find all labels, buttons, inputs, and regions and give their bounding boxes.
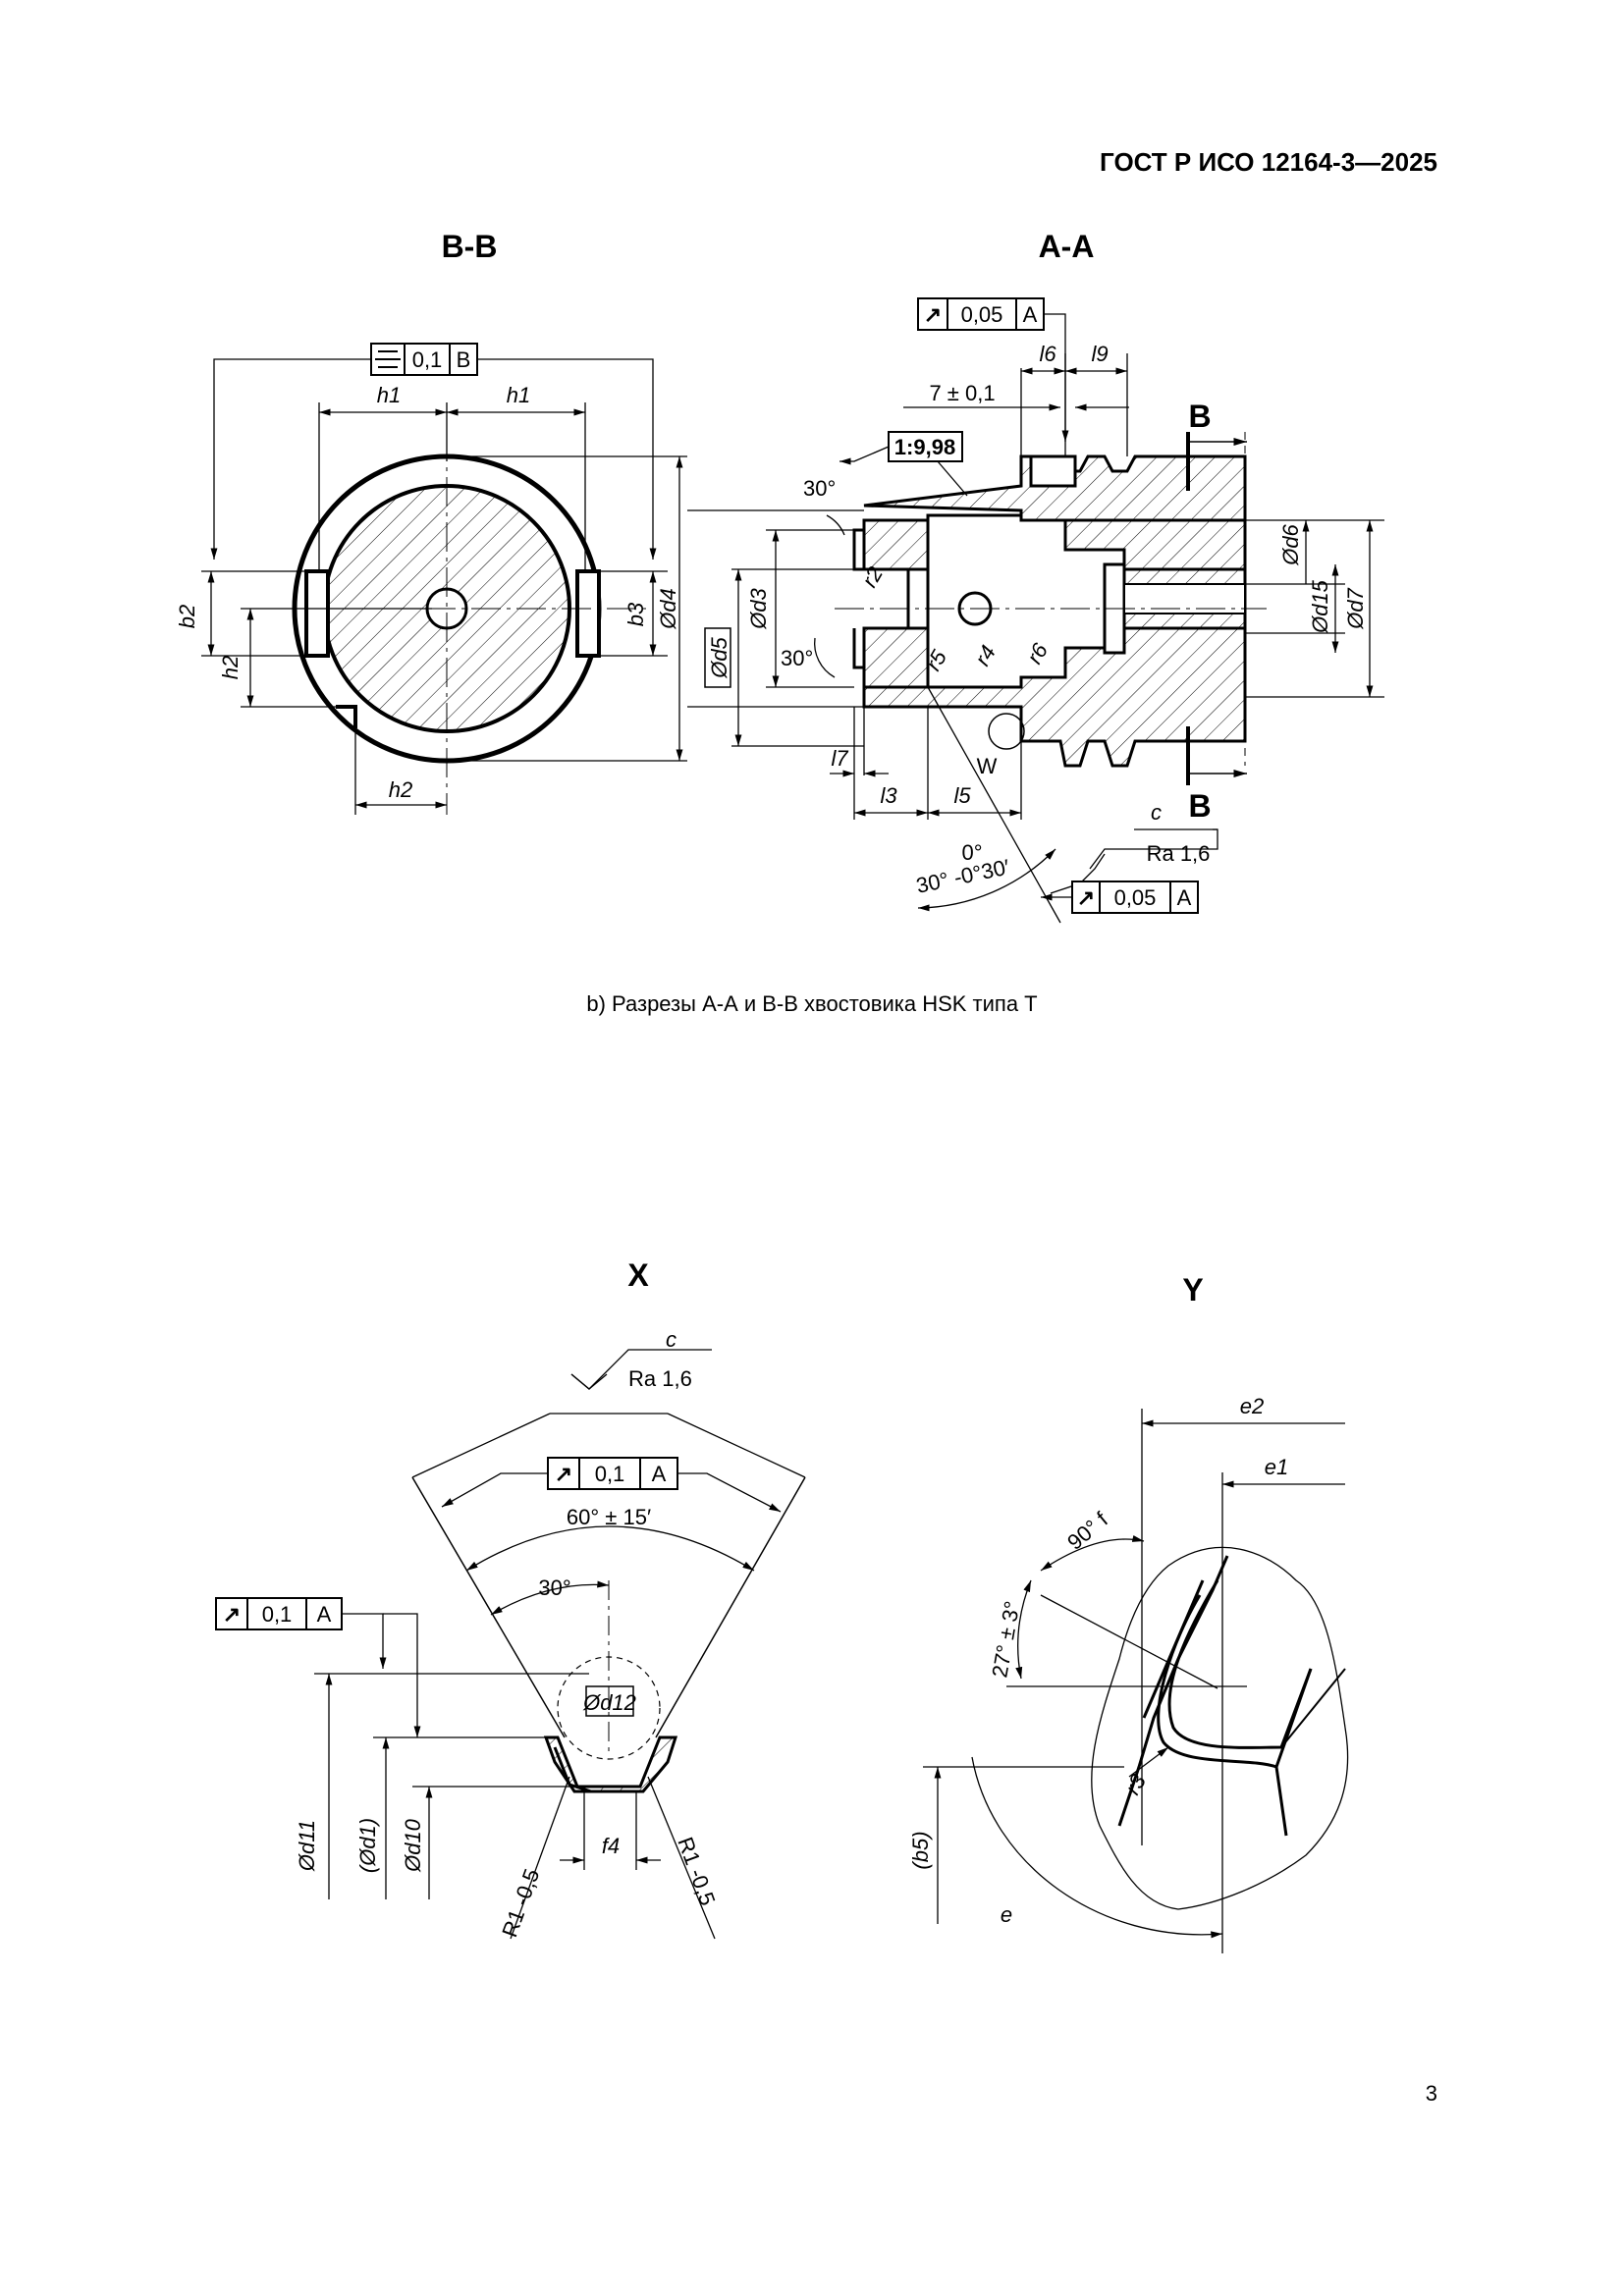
x-d12: Ød12 xyxy=(582,1690,636,1715)
x-tol-left-datum: A xyxy=(317,1602,332,1627)
aa-l6: l6 xyxy=(1039,342,1056,366)
aa-dim-7: 7 ± 0,1 xyxy=(929,381,995,405)
bb-tol-value: 0,1 xyxy=(412,347,443,372)
view-y: Y e2 e1 90° f 27° ± 3° r3 (b5) xyxy=(908,1272,1349,1953)
bb-d4: Ød4 xyxy=(656,588,680,630)
x-tol-top-datum: A xyxy=(652,1462,667,1486)
x-tolerance-top: ↗ 0,1 A xyxy=(547,1457,678,1490)
x-angle-30: 30° xyxy=(538,1575,570,1600)
aa-d5: Ød5 xyxy=(707,636,731,678)
x-roughness: Ra 1,6 xyxy=(628,1366,692,1391)
symmetry-icon xyxy=(375,350,401,368)
aa-tolerance-top: ↗ 0,05 A xyxy=(917,297,1045,331)
section-marker-bottom: B xyxy=(1188,788,1211,824)
aa-d6: Ød6 xyxy=(1278,523,1303,565)
y-angle-90: 90° f xyxy=(1062,1507,1113,1555)
aa-tol-top-value: 0,05 xyxy=(961,302,1003,327)
x-f4: f4 xyxy=(602,1834,620,1858)
figure-caption: b) Разрезы А-А и В-В хвостовика HSK типа… xyxy=(586,991,1038,1016)
x-r-left: R1 -0,5 xyxy=(497,1865,544,1940)
page-number: 3 xyxy=(1425,2081,1437,2106)
detail-w: W xyxy=(977,754,998,778)
bb-b3: b3 xyxy=(623,602,648,626)
x-d1: (Ød1) xyxy=(355,1818,380,1873)
bb-h1-left: h1 xyxy=(377,383,401,407)
y-r3: r3 xyxy=(1120,1769,1152,1798)
x-tolerance-left: ↗ 0,1 A xyxy=(215,1597,343,1630)
bb-b2: b2 xyxy=(175,605,199,628)
aa-l7: l7 xyxy=(831,746,848,771)
view-y-title: Y xyxy=(1182,1272,1203,1308)
section-marker-top: B xyxy=(1188,399,1211,434)
aa-surface-c: c xyxy=(1151,800,1162,825)
aa-l9: l9 xyxy=(1091,342,1108,366)
runout-icon: ↗ xyxy=(223,1602,241,1627)
bb-tolerance-frame: 0,1 B xyxy=(370,343,478,376)
x-tol-left-value: 0,1 xyxy=(262,1602,293,1627)
x-surface-c: c xyxy=(666,1327,677,1352)
aa-angle-30-bottom: 30° xyxy=(781,646,813,670)
bb-tol-datum: B xyxy=(457,347,471,372)
aa-tol-top-datum: A xyxy=(1023,302,1038,327)
aa-angle-30-top: 30° xyxy=(803,476,836,501)
y-b5: (b5) xyxy=(908,1831,933,1869)
x-d11: Ød11 xyxy=(295,1820,319,1872)
aa-tol-bottom-value: 0,05 xyxy=(1114,885,1157,910)
aa-d15: Ød15 xyxy=(1308,579,1332,634)
standard-header: ГОСТ Р ИСО 12164-3—2025 xyxy=(1100,147,1437,177)
view-bb: B-B 0,1 B h1 h1 xyxy=(175,229,687,815)
view-aa-title: A-A xyxy=(1039,229,1095,264)
runout-icon: ↗ xyxy=(555,1462,572,1486)
view-x-title: X xyxy=(627,1257,649,1293)
taper-ratio: 1:9,98 xyxy=(894,435,955,459)
aa-d7: Ød7 xyxy=(1343,587,1368,629)
aa-l3: l3 xyxy=(880,783,897,808)
y-e: e xyxy=(1001,1902,1012,1927)
bb-h2-bottom: h2 xyxy=(389,777,412,802)
aa-d3: Ød3 xyxy=(746,587,771,629)
aa-roughness: Ra 1,6 xyxy=(1147,841,1211,866)
bb-h1-right: h1 xyxy=(507,383,530,407)
view-aa: A-A ↗ 0,05 A B B xyxy=(687,229,1384,924)
x-d10: Ød10 xyxy=(401,1818,425,1873)
y-e1: e1 xyxy=(1265,1455,1288,1479)
aa-l5: l5 xyxy=(953,783,971,808)
aa-tolerance-bottom: ↗ 0,05 A xyxy=(1071,881,1199,914)
aa-tol-bottom-datum: A xyxy=(1177,885,1192,910)
x-angle-60: 60° ± 15′ xyxy=(567,1505,651,1529)
view-bb-title: B-B xyxy=(442,229,498,264)
runout-icon: ↗ xyxy=(924,302,942,327)
x-tol-top-value: 0,1 xyxy=(595,1462,625,1486)
view-x: X c Ra 1,6 ↗ 0,1 A 60° ± 15′ 30° xyxy=(215,1257,806,1941)
aa-angle-zero: 0° xyxy=(961,840,982,865)
x-r-right: R1 -0,5 xyxy=(673,1834,720,1908)
runout-icon: ↗ xyxy=(1077,885,1095,910)
y-e2: e2 xyxy=(1240,1394,1264,1418)
bb-h2-left: h2 xyxy=(218,656,243,679)
